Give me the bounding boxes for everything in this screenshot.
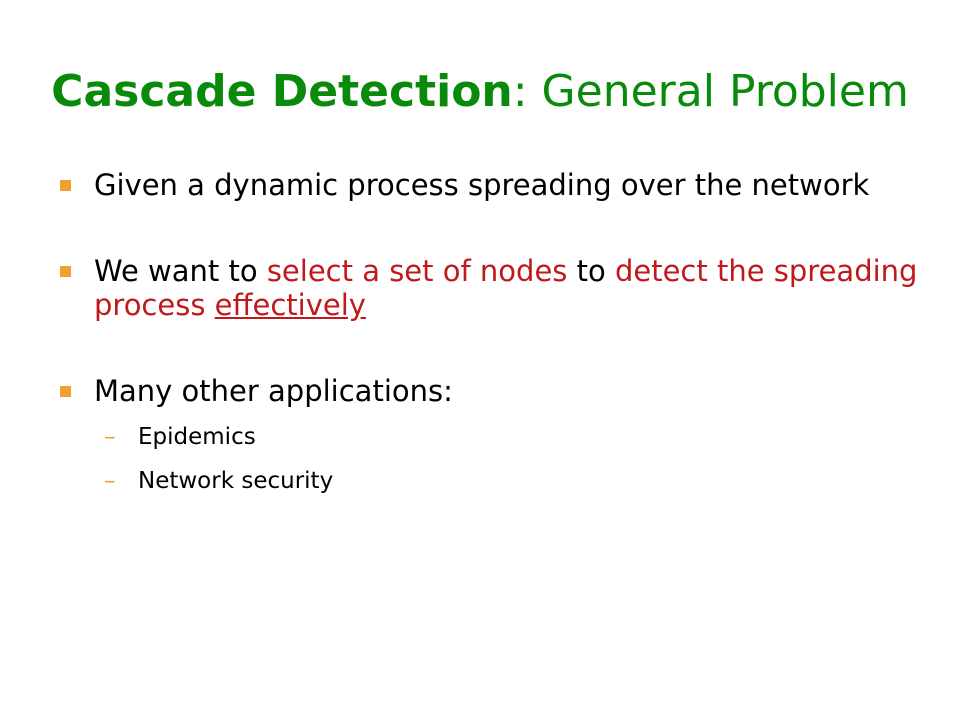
bullet-2-highlight-underlined: effectively — [214, 288, 366, 322]
sub-bullet-network-security: – Network security — [104, 466, 920, 496]
sub-bullet-text: Network security — [138, 468, 334, 494]
square-bullet-icon — [60, 180, 71, 191]
bullet-list: Given a dynamic process spreading over t… — [60, 168, 920, 496]
bullet-3: Many other applications: – Epidemics – N… — [60, 374, 920, 496]
dash-bullet-icon: – — [104, 468, 116, 494]
sub-bullet-list: – Epidemics – Network security — [94, 422, 920, 496]
bullet-1: Given a dynamic process spreading over t… — [60, 168, 920, 202]
square-bullet-icon — [60, 386, 71, 397]
bullet-3-text: Many other applications: — [94, 374, 453, 408]
sub-bullet-text: Epidemics — [138, 424, 256, 450]
title-rest-part: : General Problem — [512, 66, 909, 117]
bullet-2-text-b: to — [567, 254, 615, 288]
bullet-1-text: Given a dynamic process spreading over t… — [94, 168, 870, 202]
title-bold-part: Cascade Detection — [51, 66, 513, 117]
bullet-2-highlight-b: detect the spreading process — [94, 254, 918, 322]
dash-bullet-icon: – — [104, 424, 116, 450]
bullet-2-highlight-a: select a set of nodes — [266, 254, 568, 288]
slide-title: Cascade Detection: General Problem — [0, 60, 960, 124]
bullet-2-text-a: We want to — [94, 254, 267, 288]
square-bullet-icon — [60, 266, 71, 277]
bullet-2: We want to select a set of nodes to dete… — [60, 254, 920, 322]
sub-bullet-epidemics: – Epidemics — [104, 422, 920, 452]
